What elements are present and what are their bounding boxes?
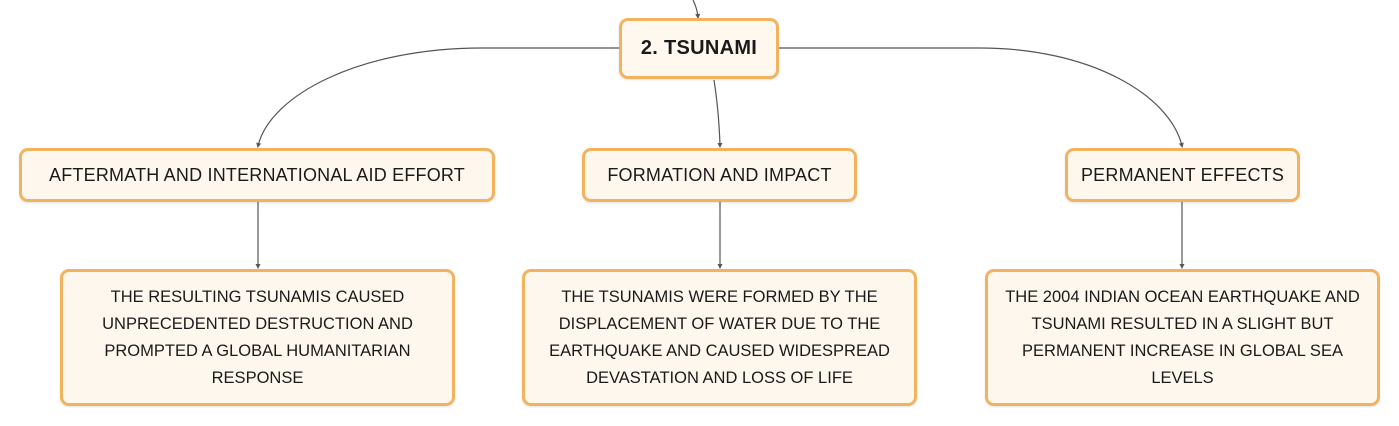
topic-node-formation[interactable]: FORMATION AND IMPACT [582, 148, 857, 202]
detail-node-permanent-text: THE 2004 INDIAN OCEAN EARTHQUAKE AND TSU… [1005, 287, 1360, 387]
connector-parent-to-root [692, 0, 701, 19]
connector-root-to-aftermath [256, 47, 619, 148]
topic-node-permanent-label: PERMANENT EFFECTS [1080, 164, 1285, 185]
root-node-tsunami[interactable]: 2. TSUNAMI [619, 18, 779, 79]
topic-node-permanent[interactable]: PERMANENT EFFECTS [1065, 148, 1300, 202]
topic-node-aftermath[interactable]: AFTERMATH AND INTERNATIONAL AID EFFORT [19, 148, 495, 202]
detail-node-formation[interactable]: THE TSUNAMIS WERE FORMED BY THE DISPLACE… [522, 269, 917, 406]
detail-node-permanent[interactable]: THE 2004 INDIAN OCEAN EARTHQUAKE AND TSU… [985, 269, 1380, 406]
root-node-label: 2. TSUNAMI [640, 37, 758, 59]
connector-root-to-formation [713, 79, 723, 148]
detail-node-formation-text: THE TSUNAMIS WERE FORMED BY THE DISPLACE… [549, 287, 890, 387]
detail-node-aftermath[interactable]: THE RESULTING TSUNAMIS CAUSED UNPRECEDEN… [60, 269, 455, 406]
topic-node-formation-label: FORMATION AND IMPACT [607, 164, 832, 185]
connector-root-to-permanent [779, 47, 1184, 148]
detail-node-aftermath-text: THE RESULTING TSUNAMIS CAUSED UNPRECEDEN… [102, 287, 413, 387]
topic-node-aftermath-label: AFTERMATH AND INTERNATIONAL AID EFFORT [49, 164, 465, 185]
